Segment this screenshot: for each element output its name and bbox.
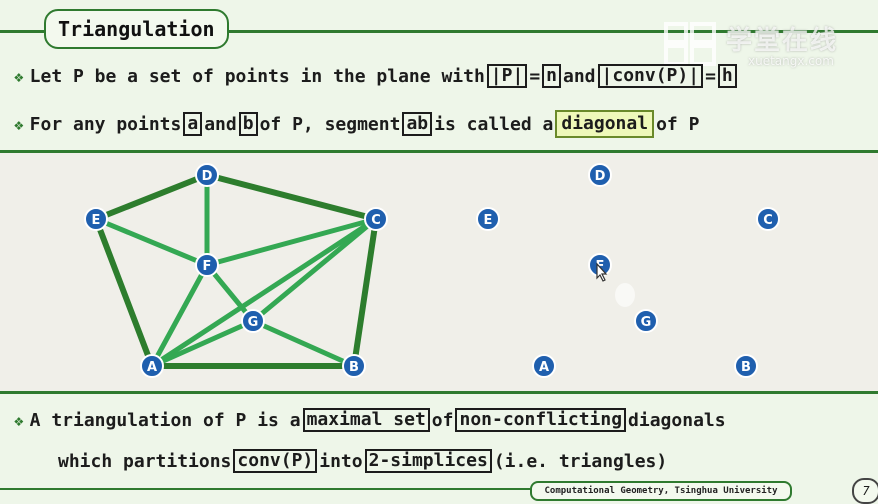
node-label: C	[763, 213, 773, 228]
boxed-term: h	[717, 64, 737, 88]
edge-GB	[250, 318, 357, 369]
boxed-term: n	[542, 64, 561, 88]
text: and	[204, 113, 237, 135]
boxed-term: |P|	[486, 64, 528, 88]
node-label: B	[741, 360, 751, 375]
text: A triangulation of P is a	[29, 409, 301, 431]
edge-CD	[204, 172, 379, 222]
right-nodes: A B C D E F G	[476, 163, 780, 378]
title-rule	[0, 30, 878, 33]
node-A-right: A	[532, 354, 556, 378]
hull-edges	[93, 172, 379, 369]
node-B-right: B	[734, 354, 758, 378]
watermark-en: xuetangx.com	[748, 54, 834, 68]
edge-AG	[149, 318, 256, 369]
edge-EF	[93, 216, 210, 268]
bullet-icon: ❖	[14, 66, 24, 86]
text: is called a	[434, 113, 554, 135]
node-label: G	[248, 315, 259, 330]
inner-edges	[93, 172, 379, 369]
bullet-line-2: ❖ For any points a and b of P, segment a…	[14, 110, 699, 138]
text: of P	[656, 113, 700, 135]
node-label: E	[484, 213, 493, 228]
node-label: D	[595, 169, 606, 184]
highlighted-term: diagonal	[555, 110, 655, 138]
watermark-logo-icon	[664, 22, 716, 66]
node-D-right: D	[588, 163, 612, 187]
text: Let P be a set of points in the plane wi…	[29, 65, 485, 87]
node-label: F	[203, 259, 212, 274]
boxed-term: |conv(P)|	[597, 64, 704, 88]
edge-DE	[93, 172, 210, 222]
text: into	[319, 450, 363, 472]
node-label: D	[202, 169, 213, 184]
boxed-term: a	[183, 112, 203, 136]
bullet-line-4: which partitions conv(P) into 2-simplice…	[58, 449, 667, 473]
edge-EA	[93, 216, 155, 369]
slide-title-text: Triangulation	[58, 17, 215, 41]
node-G: G	[241, 309, 265, 333]
edge-CF	[204, 216, 379, 268]
node-label: A	[147, 360, 157, 375]
node-F: F	[195, 253, 219, 277]
left-nodes: A B C D E F G	[84, 163, 388, 378]
node-label: G	[641, 315, 652, 330]
node-B: B	[342, 354, 366, 378]
text: =	[705, 65, 716, 87]
text: (i.e. triangles)	[493, 450, 668, 472]
text: For any points	[29, 113, 182, 135]
node-label: A	[539, 360, 549, 375]
edge-AF	[149, 262, 210, 369]
node-D: D	[195, 163, 219, 187]
footer-label: Computational Geometry, Tsinghua Univers…	[530, 481, 792, 501]
node-E: E	[84, 207, 108, 231]
watermark: 学堂在线 xuetangx.com	[660, 20, 860, 70]
boxed-term: non-conflicting	[455, 408, 627, 432]
node-label: C	[371, 213, 381, 228]
page-number: 7	[852, 478, 878, 504]
boxed-term: b	[238, 112, 258, 136]
node-label: B	[349, 360, 359, 375]
bullet-icon: ❖	[14, 114, 24, 134]
boxed-term: ab	[402, 112, 433, 136]
watermark-cn: 学堂在线	[726, 26, 839, 56]
text: and	[563, 65, 596, 87]
footer-rule	[0, 488, 530, 490]
bullet-line-3: ❖ A triangulation of P is a maximal set …	[14, 408, 726, 432]
text: of	[431, 409, 454, 431]
bullet-line-1: ❖ Let P be a set of points in the plane …	[14, 64, 739, 88]
boxed-term: 2-simplices	[364, 449, 492, 473]
edge-BC	[351, 216, 379, 369]
cursor-trail	[615, 283, 635, 307]
node-C: C	[364, 207, 388, 231]
node-C-right: C	[756, 207, 780, 231]
triangulation-figure: A B C D E F G A B C D E F G	[84, 163, 780, 378]
node-E-right: E	[476, 207, 500, 231]
hand-cursor-icon	[596, 262, 608, 282]
edge-CG	[250, 216, 379, 324]
node-G-right: G	[634, 309, 658, 333]
boxed-term: maximal set	[302, 408, 430, 432]
node-label: E	[92, 213, 101, 228]
bullet-icon: ❖	[14, 410, 24, 430]
node-A: A	[140, 354, 164, 378]
edge-FG	[204, 262, 256, 324]
text: =	[529, 65, 541, 87]
text: diagonals	[628, 409, 726, 431]
edge-AC	[149, 216, 379, 369]
boxed-term: conv(P)	[233, 449, 318, 473]
slide-title: Triangulation	[44, 9, 229, 49]
text: which partitions	[58, 450, 232, 472]
text: of P, segment	[259, 113, 401, 135]
